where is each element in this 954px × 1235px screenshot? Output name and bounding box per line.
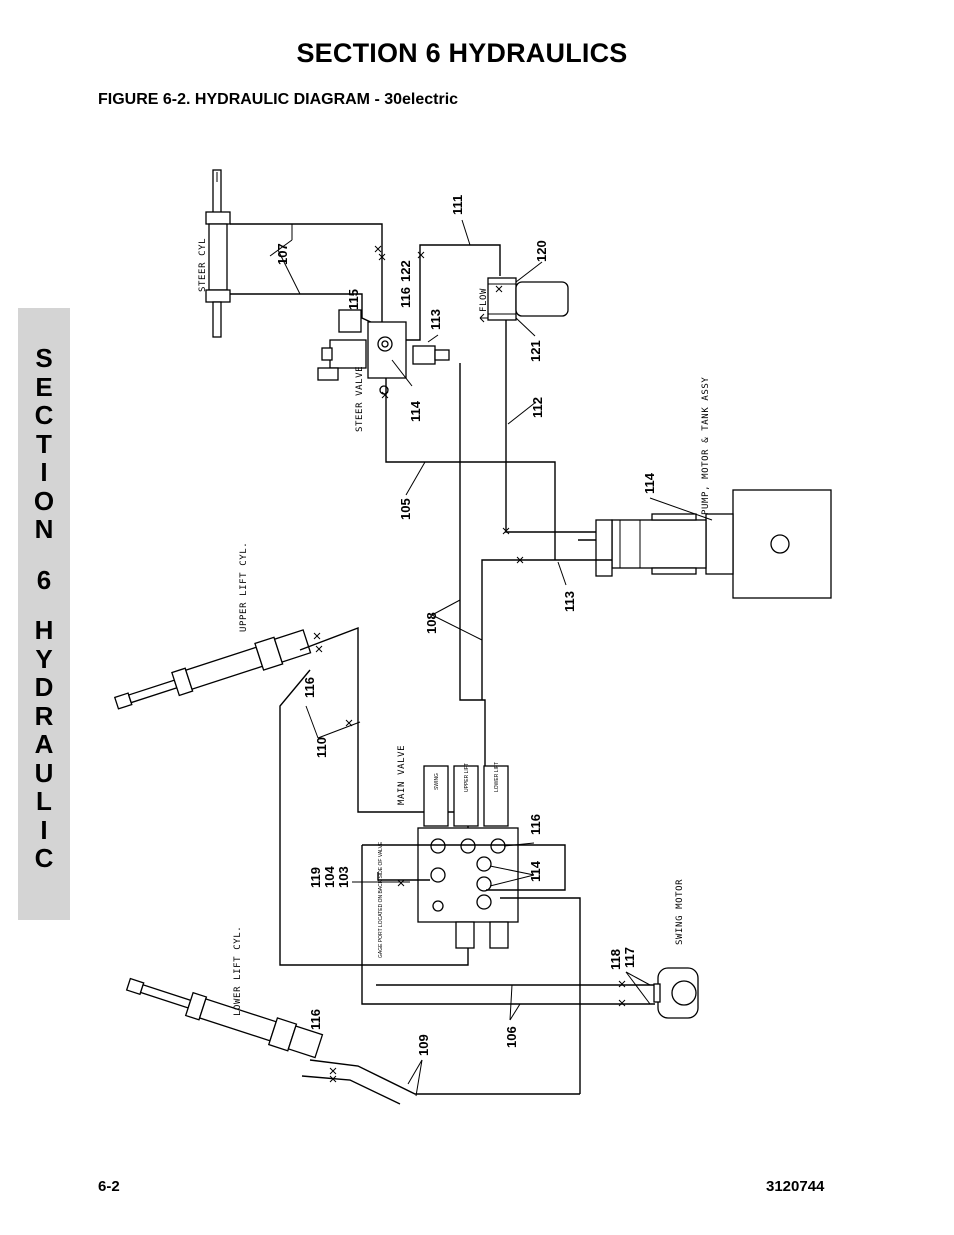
side-tab-letter: R <box>34 700 54 731</box>
steer-valve <box>317 309 450 395</box>
callout-108: 108 <box>424 612 439 634</box>
figure-title: FIGURE 6-2. HYDRAULIC DIAGRAM - 30electr… <box>98 91 459 108</box>
callout-113-mid: 113 <box>562 591 577 612</box>
side-tab-letter: L <box>36 786 52 816</box>
callout-116-lower: 116 <box>308 1009 323 1030</box>
callout-121: 121 <box>528 340 543 362</box>
footer-doc-number: 3120744 <box>766 1178 825 1195</box>
steer-cyl-label: STEER CYL <box>198 238 208 292</box>
side-tab-letter: A <box>34 729 54 759</box>
side-tab-letter: H <box>34 615 54 645</box>
return-filter <box>487 277 569 321</box>
callout-110: 110 <box>314 737 329 758</box>
callout-122: 122 <box>398 260 413 282</box>
side-tab-letter: C <box>34 400 54 430</box>
side-tab-letter: C <box>34 843 54 873</box>
callout-113-top: 113 <box>428 309 443 330</box>
callout-106: 106 <box>504 1026 519 1048</box>
pump-motor-tank <box>595 489 832 599</box>
callout-115: 115 <box>346 289 361 310</box>
callout-116-main: 116 <box>528 814 543 835</box>
callout-103: 103 <box>336 866 351 888</box>
steer-cylinder <box>205 169 231 338</box>
upper-lift-cyl-label: UPPER LIFT CYL. <box>239 542 249 632</box>
coil-lower-label: LOWER LIFT <box>494 762 500 792</box>
footer-page-number: 6-2 <box>98 1178 120 1195</box>
side-tab-letter: T <box>36 428 52 459</box>
upper-lift-cylinder <box>113 629 312 710</box>
callout-117: 117 <box>622 947 637 968</box>
side-tab-letter: O <box>33 485 55 516</box>
callout-105: 105 <box>398 498 413 520</box>
side-tab-letter: U <box>34 757 54 788</box>
pump-assy-label: PUMP, MOTOR & TANK ASSY <box>701 377 711 515</box>
callout-112: 112 <box>530 397 545 418</box>
callout-118: 118 <box>608 949 623 970</box>
main-valve-label: MAIN VALVE <box>397 745 407 805</box>
callout-111: 111 <box>450 195 465 215</box>
callout-119: 119 <box>308 867 323 888</box>
page-title: SECTION 6 HYDRAULICS <box>296 38 628 68</box>
side-tab-letter: D <box>34 672 54 702</box>
callout-120: 120 <box>534 240 549 262</box>
side-tab-letter: N <box>34 514 54 544</box>
swing-motor <box>653 967 699 1019</box>
callout-116-top: 116 <box>398 287 413 308</box>
coil-swing-label: SWING <box>434 773 440 790</box>
swing-motor-label: SWING MOTOR <box>675 879 685 945</box>
side-tab-letter: 6 <box>36 564 52 595</box>
callout-109: 109 <box>416 1034 431 1056</box>
callout-104: 104 <box>322 866 337 888</box>
lower-lift-cylinder <box>125 977 324 1059</box>
steer-valve-label: STEER VALVE <box>355 366 365 432</box>
side-tab-letter: E <box>35 371 53 402</box>
line-cross-marks <box>313 245 626 1083</box>
callout-116-upper: 116 <box>302 677 317 698</box>
callout-114-pump: 114 <box>642 472 657 494</box>
flow-label: FLOW <box>479 288 489 312</box>
side-tab-letter: S <box>35 343 53 373</box>
callout-114-top: 114 <box>408 400 423 422</box>
side-tab-letter: I <box>40 457 48 487</box>
gauge-port-note: GAGE PORT LOCATED ON BACK SIDE OF VALVE <box>378 841 384 958</box>
callout-114-main: 114 <box>528 860 543 882</box>
side-tab-letter: Y <box>35 643 53 674</box>
side-tab-letter: I <box>40 814 48 845</box>
main-valve <box>417 765 519 949</box>
callout-107: 107 <box>275 243 290 265</box>
coil-upper-label: UPPER LIFT <box>464 763 470 792</box>
lower-lift-cyl-label: LOWER LIFT CYL. <box>233 926 243 1016</box>
